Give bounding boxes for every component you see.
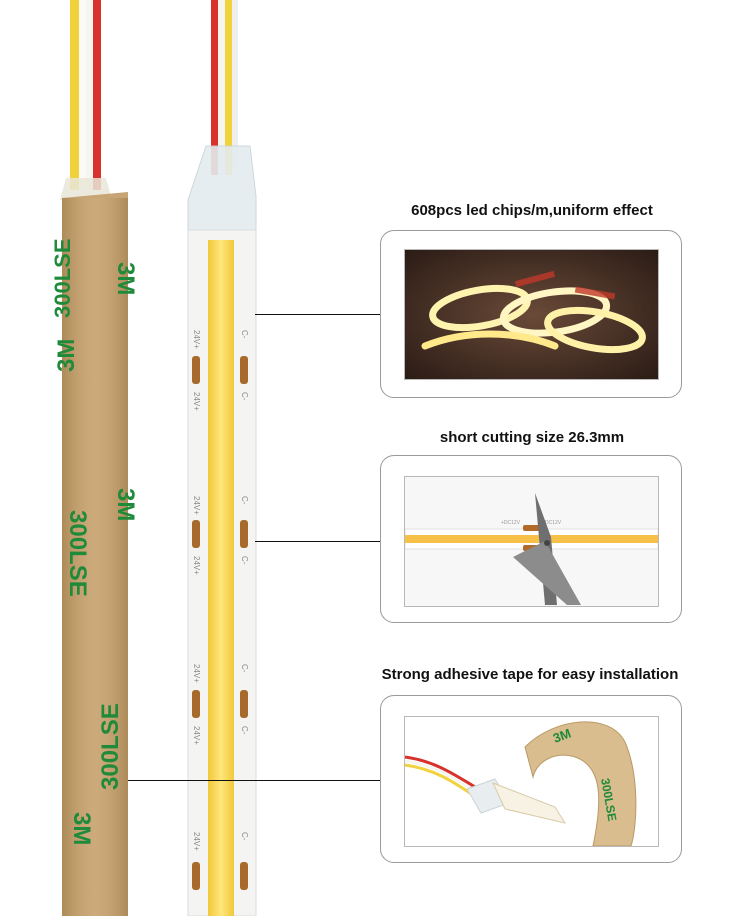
tape-print-model: 300LSE [64,510,91,597]
strip-label-positive: 24V+ [192,330,201,349]
cut-label-negative: DC12V [545,520,562,526]
strip-label-positive: 24V+ [192,664,201,683]
tape-print-brand: 3M [68,812,95,845]
feature-card-chips [380,230,682,398]
strip-label-negative: C- [240,726,249,735]
adhesive-tape-peel-photo: 3M 300LSE [404,716,659,847]
scissors-icon [513,493,581,605]
strip-label-positive: 24V+ [192,726,201,745]
tape-print-brand: 3M [53,339,80,372]
cob-led-line [208,240,234,916]
strip-label-negative: C- [240,330,249,339]
cut-label-positive: +DC12V [501,520,521,526]
feature-card-cutting: +DC12V DC12V [380,455,682,623]
leader-line-cutting [255,541,383,542]
strip-label-negative: C- [240,832,249,841]
feature-caption-cutting: short cutting size 26.3mm [439,429,625,446]
tape-print-model: 300LSE [50,239,75,319]
tape-print-brand: 3M [112,262,139,295]
back-wires [60,0,112,200]
scissors-cutting-photo: +DC12V DC12V [404,476,659,607]
tape-print-model: 300LSE [97,703,124,790]
peeled-tape [524,721,637,846]
tape-backing [62,192,128,916]
strip-label-positive: 24V+ [192,556,201,575]
tape-print-brand: 3M [112,488,139,521]
front-wires [211,0,238,175]
strip-label-positive: 24V+ [192,832,201,851]
feature-card-adhesive: 3M 300LSE [380,695,682,863]
led-strip-front: 24V+ C- 24V+ C- 24V+ C- 24V+ C- 24V+ C- … [187,0,257,916]
leader-line-adhesive [128,780,383,781]
end-cap [187,145,257,241]
feature-caption-chips: 608pcs led chips/m,uniform effect [411,202,653,219]
cut-pads [192,356,248,890]
feature-caption-adhesive: Strong adhesive tape for easy installati… [381,666,679,683]
adhesive-back-strip: 3M 300LSE 3M 3M 300LSE 300LSE 3M [50,0,139,916]
led-strip-coils-photo [404,249,659,380]
strip-label-positive: 24V+ [192,392,201,411]
strip-label-negative: C- [240,392,249,401]
strip-label-negative: C- [240,556,249,565]
strip-label-negative: C- [240,664,249,673]
strip-label-negative: C- [240,496,249,505]
strip-label-positive: 24V+ [192,496,201,515]
tape-print-brand: 3M [551,726,573,746]
leader-line-chips [255,314,383,315]
